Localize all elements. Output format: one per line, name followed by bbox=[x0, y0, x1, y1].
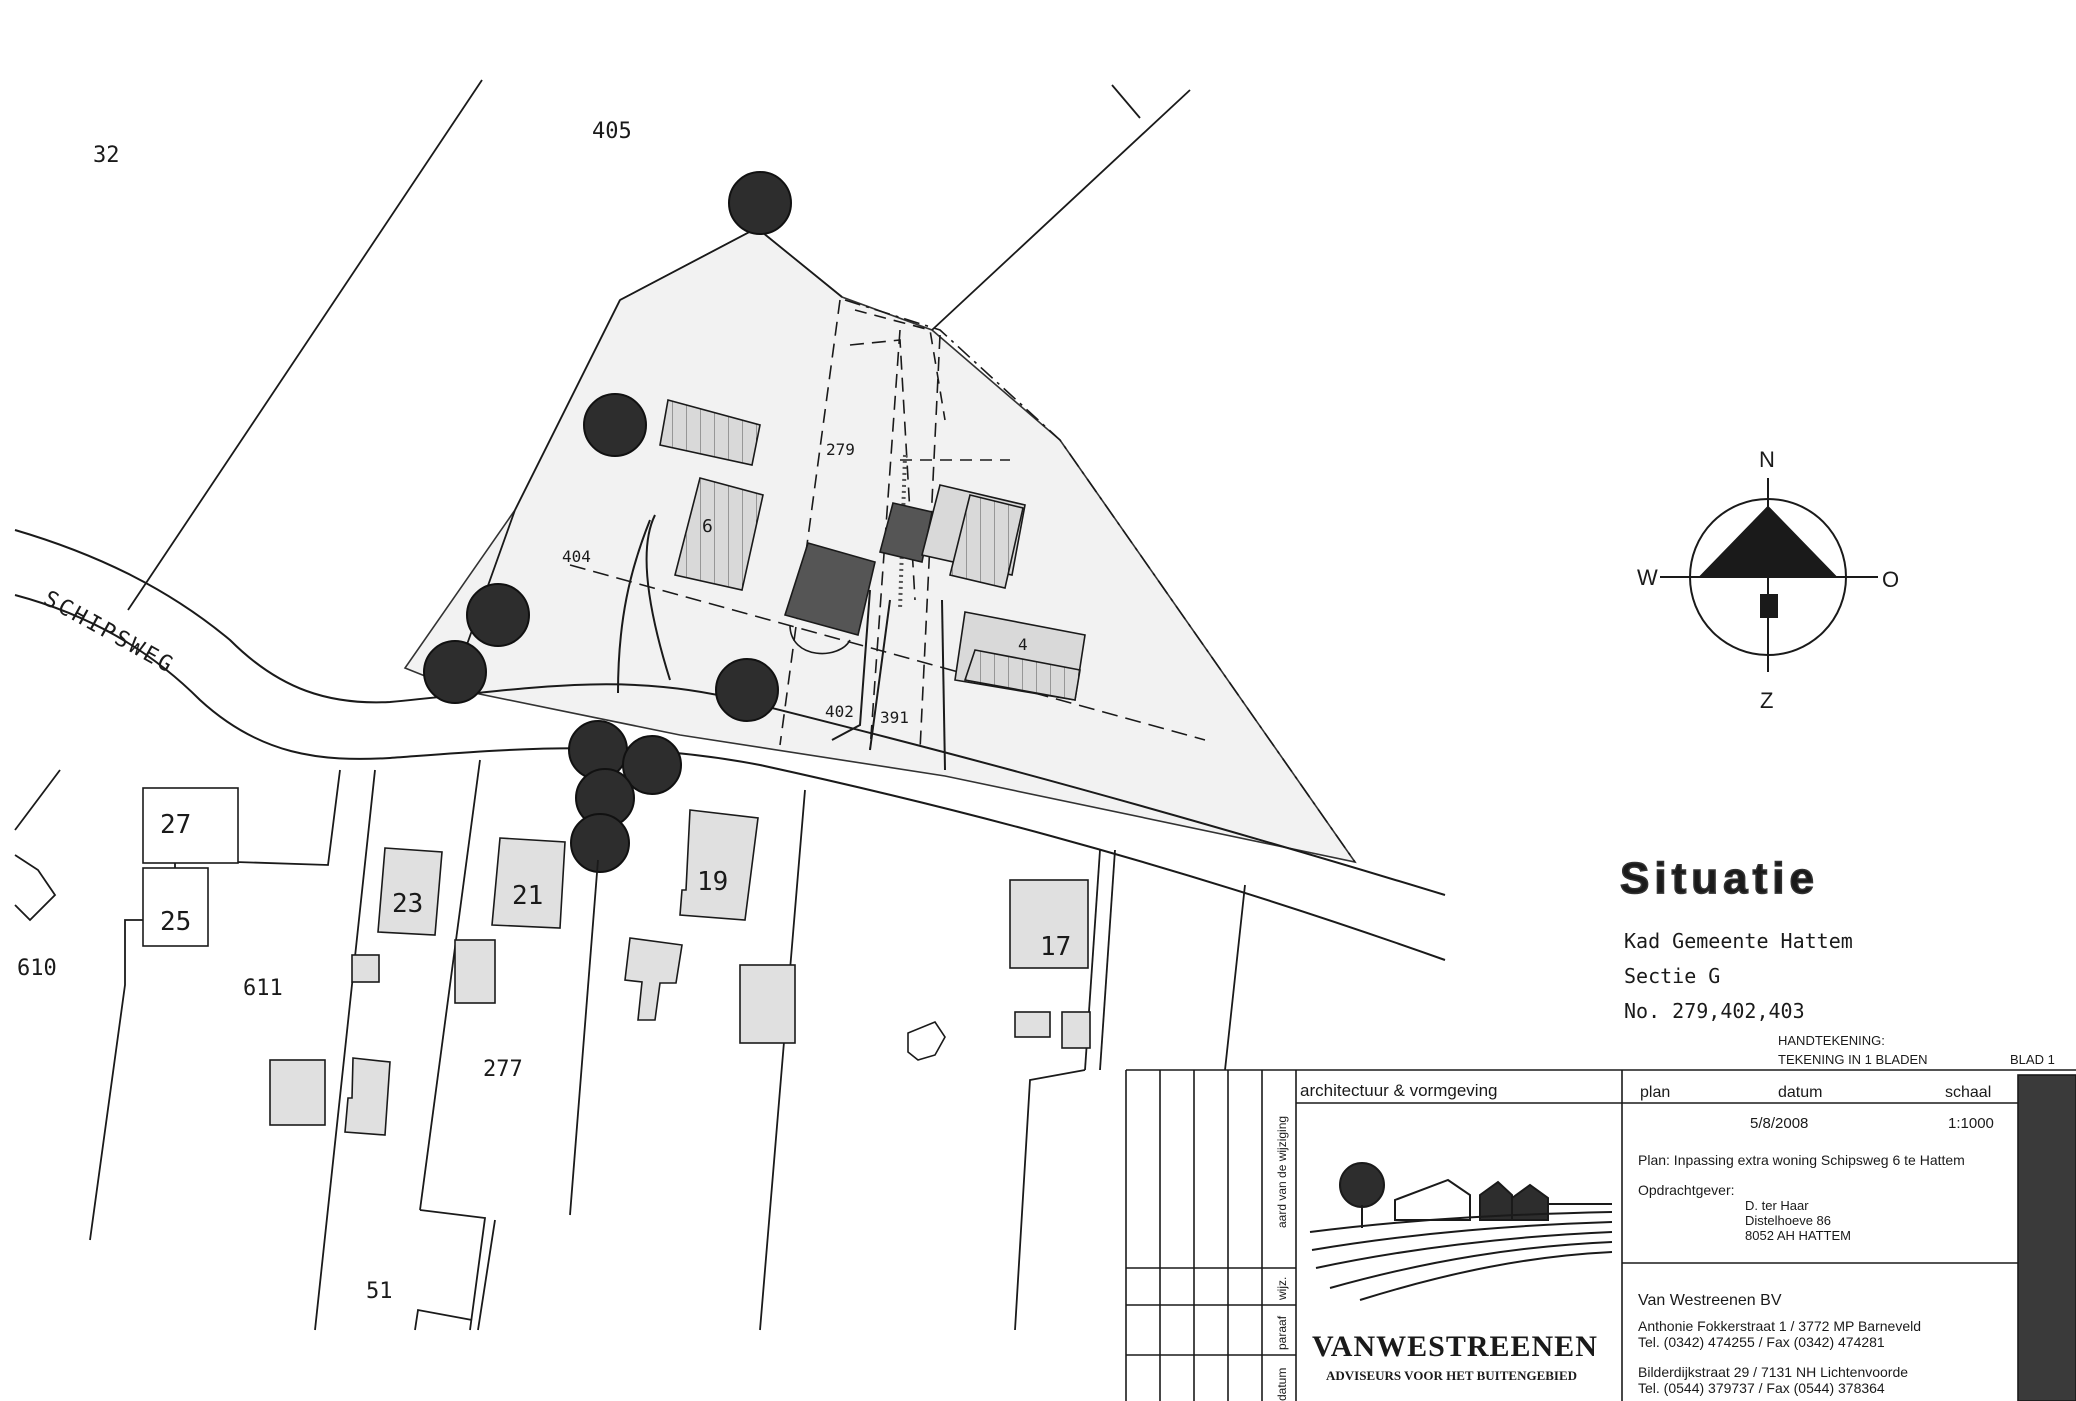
title-info: Situatie Kad Gemeente Hattem Sectie G No… bbox=[1619, 853, 2055, 1067]
parcel-label-402: 402 bbox=[825, 702, 854, 721]
parcel-label-405: 405 bbox=[592, 119, 632, 144]
revision-col-datum: datum bbox=[1275, 1368, 1289, 1401]
signature-label: HANDTEKENING: bbox=[1778, 1033, 1885, 1048]
street-name-schipsweg: SCHIPSWEG bbox=[39, 586, 179, 679]
parcel-label-404: 404 bbox=[562, 547, 591, 566]
drawing-title: Situatie bbox=[1620, 854, 1819, 903]
house-number-27: 27 bbox=[160, 810, 191, 840]
house-number-23: 23 bbox=[392, 889, 423, 919]
schipsweg-road bbox=[14, 514, 1446, 961]
compass-east: O bbox=[1882, 567, 1899, 592]
company-name: Van Westreenen BV bbox=[1638, 1292, 1782, 1309]
house-number-4: 4 bbox=[1018, 635, 1028, 654]
company-phone-2: Tel. (0544) 379737 / Fax (0544) 378364 bbox=[1638, 1380, 1885, 1396]
tree bbox=[728, 171, 792, 235]
parcel-label-51: 51 bbox=[366, 1279, 393, 1304]
revision-col-paraaf: paraaf bbox=[1275, 1315, 1289, 1350]
sheet-count-text: TEKENING IN 1 BLADEN bbox=[1778, 1052, 1928, 1067]
revision-col-wijz: wijz. bbox=[1275, 1277, 1289, 1301]
logo-wordmark: VANWESTREENEN bbox=[1312, 1330, 1598, 1363]
column-plan: plan bbox=[1640, 1084, 1670, 1101]
house-number-21: 21 bbox=[512, 881, 543, 911]
sheet-number-text: BLAD 1 bbox=[2010, 1052, 2055, 1067]
client-city: 8052 AH HATTEM bbox=[1745, 1228, 1851, 1243]
company-address-2: Bilderdijkstraat 29 / 7131 NH Lichtenvoo… bbox=[1638, 1364, 1908, 1380]
house-number-19: 19 bbox=[697, 867, 728, 897]
plan-description: Plan: Inpassing extra woning Schipsweg 6… bbox=[1638, 1152, 1965, 1168]
parcel-label-32: 32 bbox=[93, 143, 120, 168]
tree bbox=[715, 658, 779, 722]
revision-col-aard: aard van de wijziging bbox=[1275, 1116, 1289, 1228]
tree bbox=[622, 735, 682, 795]
parcel-label-277: 277 bbox=[483, 1057, 523, 1082]
date-value: 5/8/2008 bbox=[1750, 1115, 1808, 1132]
tree bbox=[583, 393, 647, 457]
tree bbox=[423, 640, 487, 704]
tree bbox=[466, 583, 530, 647]
compass-north: N bbox=[1759, 447, 1775, 472]
tree bbox=[570, 813, 630, 873]
compass-south: Z bbox=[1760, 688, 1773, 713]
plot-area bbox=[403, 227, 1357, 864]
company-address-1: Anthonie Fokkerstraat 1 / 3772 MP Barnev… bbox=[1638, 1318, 1921, 1334]
house-number-25: 25 bbox=[160, 907, 191, 937]
south-houses bbox=[142, 787, 1091, 1136]
title-block bbox=[1125, 1069, 2076, 1401]
company-phone-1: Tel. (0342) 474255 / Fax (0342) 474281 bbox=[1638, 1334, 1885, 1350]
company-logo: VANWESTREENEN ADVISEURS VOOR HET BUITENG… bbox=[1309, 1162, 1613, 1383]
municipality-text: Kad Gemeente Hattem bbox=[1624, 929, 1853, 953]
house-number-6: 6 bbox=[702, 516, 713, 537]
client-street: Distelhoeve 86 bbox=[1745, 1213, 1831, 1228]
plot-buildings bbox=[659, 398, 1086, 701]
compass-labels: N W O Z bbox=[1637, 447, 1899, 713]
title-block-text: architectuur & vormgeving plan datum sch… bbox=[1275, 1081, 1994, 1401]
parcel-label-279: 279 bbox=[826, 440, 855, 459]
logo-tagline: ADVISEURS VOOR HET BUITENGEBIED bbox=[1326, 1368, 1577, 1383]
house-number-17: 17 bbox=[1040, 932, 1071, 962]
parcel-numbers-text: No. 279,402,403 bbox=[1624, 999, 1805, 1023]
parcel-label-610: 610 bbox=[17, 956, 57, 981]
column-schaal: schaal bbox=[1945, 1084, 1991, 1101]
parcel-label-391: 391 bbox=[880, 708, 909, 727]
discipline-text: architectuur & vormgeving bbox=[1300, 1081, 1497, 1100]
map-labels: 32 405 279 404 402 391 610 611 277 51 6 … bbox=[17, 119, 1071, 1304]
compass-west: W bbox=[1637, 565, 1658, 590]
client-name: D. ter Haar bbox=[1745, 1198, 1809, 1213]
client-label: Opdrachtgever: bbox=[1638, 1182, 1735, 1198]
section-text: Sectie G bbox=[1624, 964, 1720, 988]
trees bbox=[423, 171, 792, 873]
scale-value: 1:1000 bbox=[1948, 1115, 1994, 1132]
compass-rose bbox=[1660, 478, 1878, 672]
parcel-label-611: 611 bbox=[243, 976, 283, 1001]
parcel-boundaries bbox=[14, 79, 1191, 922]
farm-landscape-icon bbox=[1309, 1162, 1613, 1301]
column-datum: datum bbox=[1778, 1084, 1822, 1101]
